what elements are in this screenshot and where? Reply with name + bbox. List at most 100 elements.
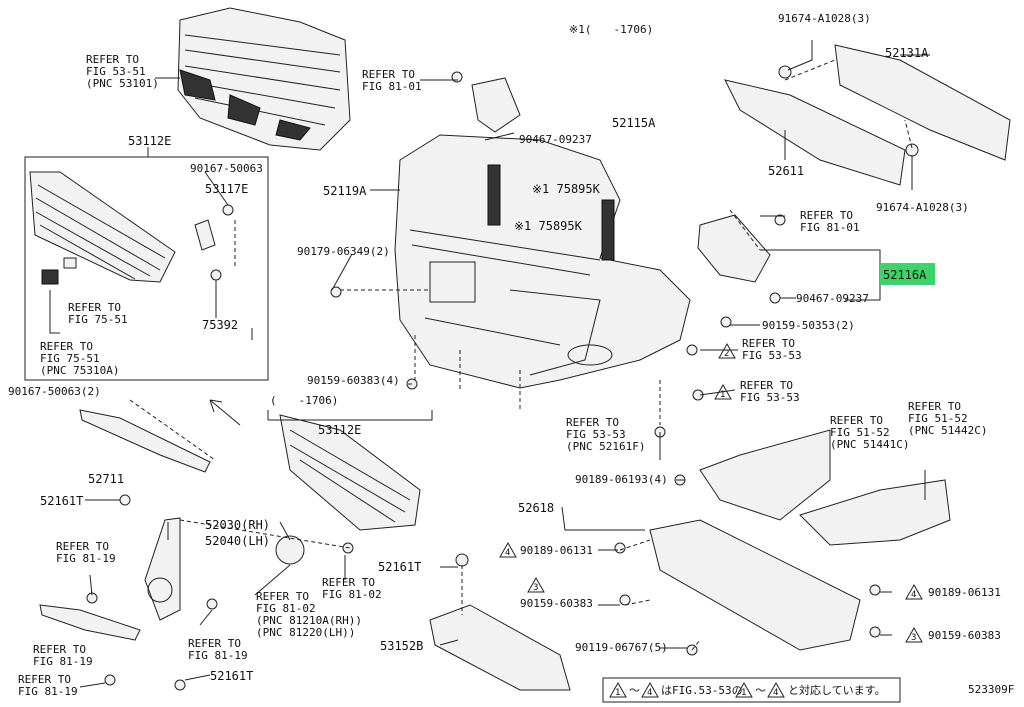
- inset-box-grille: [24, 156, 269, 381]
- label-fig: FIG 81-02: [256, 602, 316, 615]
- inset-grille-drawing: [29, 171, 234, 285]
- label-fig: FIG 53-51: [86, 65, 146, 78]
- triangle-mark-icon: 3: [905, 626, 923, 643]
- label-part-52161t-b: 52161T: [378, 560, 421, 574]
- assembly-dashes: [129, 59, 913, 651]
- label-part-90189-06131-b: 90189-06131: [928, 586, 1001, 599]
- label-refer-to: REFER TO: [18, 673, 71, 686]
- labels: ※1( -1706) REFER TO FIG 53-51 (PNC 53101…: [8, 12, 1014, 698]
- label-fig: FIG 53-53: [740, 391, 800, 404]
- label-part-52119a: 52119A: [323, 184, 367, 198]
- label-fig: FIG 81-19: [18, 685, 78, 698]
- bracket-52116a-drawing: [697, 214, 771, 283]
- label-part-53152b: 53152B: [380, 639, 423, 653]
- label-part-90159-60383-c: 90159-60383: [928, 629, 1001, 642]
- footnote-mark-to: 4: [647, 688, 652, 698]
- label-refer-to: REFER TO: [362, 68, 415, 81]
- label-part-75895k-a: ※1 75895K: [532, 182, 601, 196]
- label-pnc: (PNC 75310A): [40, 364, 119, 377]
- label-fig: FIG 81-02: [322, 588, 382, 601]
- label-refer-to: REFER TO: [322, 576, 375, 589]
- footnote-mark-to: 4: [773, 688, 778, 698]
- label-part-53112e-bottom: 53112E: [318, 423, 361, 437]
- label-fig: FIG 53-53: [566, 428, 626, 441]
- footnote-tilde: 〜: [629, 684, 640, 697]
- label-part-52030-rh: 52030(RH): [205, 518, 270, 532]
- label-refer-to: REFER TO: [800, 209, 853, 222]
- label-refer-to: REFER TO: [33, 643, 86, 656]
- label-fig: FIG 51-52: [830, 426, 890, 439]
- svg-text:2: 2: [724, 349, 729, 359]
- upper-grille-drawing: [177, 7, 351, 151]
- svg-text:4: 4: [911, 590, 916, 600]
- header-note: ※1( -1706): [569, 23, 653, 36]
- label-part-53117e: 53117E: [205, 182, 248, 196]
- triangle-mark-icon: 4: [905, 583, 923, 600]
- label-part-91674-bottom: 91674-A1028(3): [876, 201, 969, 214]
- inset-note: ( -1706): [270, 394, 338, 407]
- label-fig: FIG 75-51: [40, 352, 100, 365]
- label-pnc: (PNC 53101): [86, 77, 159, 90]
- label-refer-to: REFER TO: [742, 337, 795, 350]
- label-part-53112e-top: 53112E: [128, 134, 171, 148]
- label-part-90189-06131-a: 90189-06131: [520, 544, 593, 557]
- svg-text:3: 3: [911, 633, 916, 643]
- label-refer-to: REFER TO: [40, 340, 93, 353]
- label-part-75895k-b: ※1 75895K: [514, 219, 583, 233]
- leader-lines: [49, 40, 930, 688]
- footnote-text: と対応しています。: [788, 683, 886, 697]
- footnote-box: 1 〜 4 はFIG.53-53の 1 〜 4 と対応しています。: [602, 677, 901, 703]
- svg-text:1: 1: [720, 390, 725, 400]
- label-pnc: (PNC 51441C): [830, 438, 909, 451]
- label-refer-to: REFER TO: [56, 540, 109, 553]
- label-refer-to: REFER TO: [740, 379, 793, 392]
- label-part-52611: 52611: [768, 164, 804, 178]
- svg-text:3: 3: [533, 583, 538, 593]
- lower-grille-bracket: [267, 410, 433, 421]
- label-part-90467-09237-b: 90467-09237: [796, 292, 869, 305]
- label-part-91674-top: 91674-A1028(3): [778, 12, 871, 25]
- reinforcement-drawing: [724, 44, 1011, 186]
- label-part-90167-50063-b: 90167-50063(2): [8, 385, 101, 398]
- label-fig: FIG 81-01: [362, 80, 422, 93]
- label-part-52161t-c: 52161T: [210, 669, 253, 683]
- label-part-90159-50353: 90159-50353(2): [762, 319, 855, 332]
- label-part-90179-06349: 90179-06349(2): [297, 245, 390, 258]
- footnote-tilde: 〜: [755, 684, 766, 697]
- label-fig: FIG 53-53: [742, 349, 802, 362]
- label-fig: FIG 81-01: [800, 221, 860, 234]
- label-refer-to: REFER TO: [566, 416, 619, 429]
- footnote-mark-from: 1: [615, 688, 620, 698]
- label-pnc: (PNC 52161F): [566, 440, 645, 453]
- label-fig: FIG 81-19: [33, 655, 93, 668]
- label-part-52040-lh: 52040(LH): [205, 534, 270, 548]
- footnote-text: はFIG.53-53の: [661, 684, 743, 697]
- label-pnc: (PNC 81210A(RH)): [256, 614, 362, 627]
- label-fig: FIG 51-52: [908, 412, 968, 425]
- triangle-mark-icon: 2: [718, 342, 736, 359]
- label-fig: FIG 81-19: [188, 649, 248, 662]
- label-part-90159-60383-b: 90159-60383: [520, 597, 593, 610]
- label-refer-to: REFER TO: [68, 301, 121, 314]
- label-part-90189-06193: 90189-06193(4): [575, 473, 668, 486]
- label-part-90467-09237: 90467-09237: [519, 133, 592, 146]
- callout-marks: 2 1 4 3 4 3: [499, 342, 923, 643]
- direction-arrow-icon: [209, 399, 241, 426]
- bumper-cover-drawing: [394, 134, 691, 389]
- label-refer-to: REFER TO: [86, 53, 139, 66]
- under-cover-drawing: [330, 214, 951, 691]
- label-refer-to: REFER TO: [256, 590, 309, 603]
- label-part-90159-60383: 90159-60383(4): [307, 374, 400, 387]
- bracket-52115a-drawing: [471, 77, 521, 133]
- label-fig: FIG 81-19: [56, 552, 116, 565]
- label-refer-to: REFER TO: [908, 400, 961, 413]
- label-part-75392: 75392: [202, 318, 238, 332]
- footnote-mark-from: 1: [741, 688, 746, 698]
- triangle-mark-icon: 4: [499, 541, 517, 558]
- lower-grille-drawing: [279, 414, 421, 531]
- triangle-mark-icon: 1: [714, 383, 732, 400]
- fog-lamp-drawing: [39, 494, 354, 691]
- triangle-mark-icon: 3: [527, 576, 545, 593]
- label-refer-to: REFER TO: [188, 637, 241, 650]
